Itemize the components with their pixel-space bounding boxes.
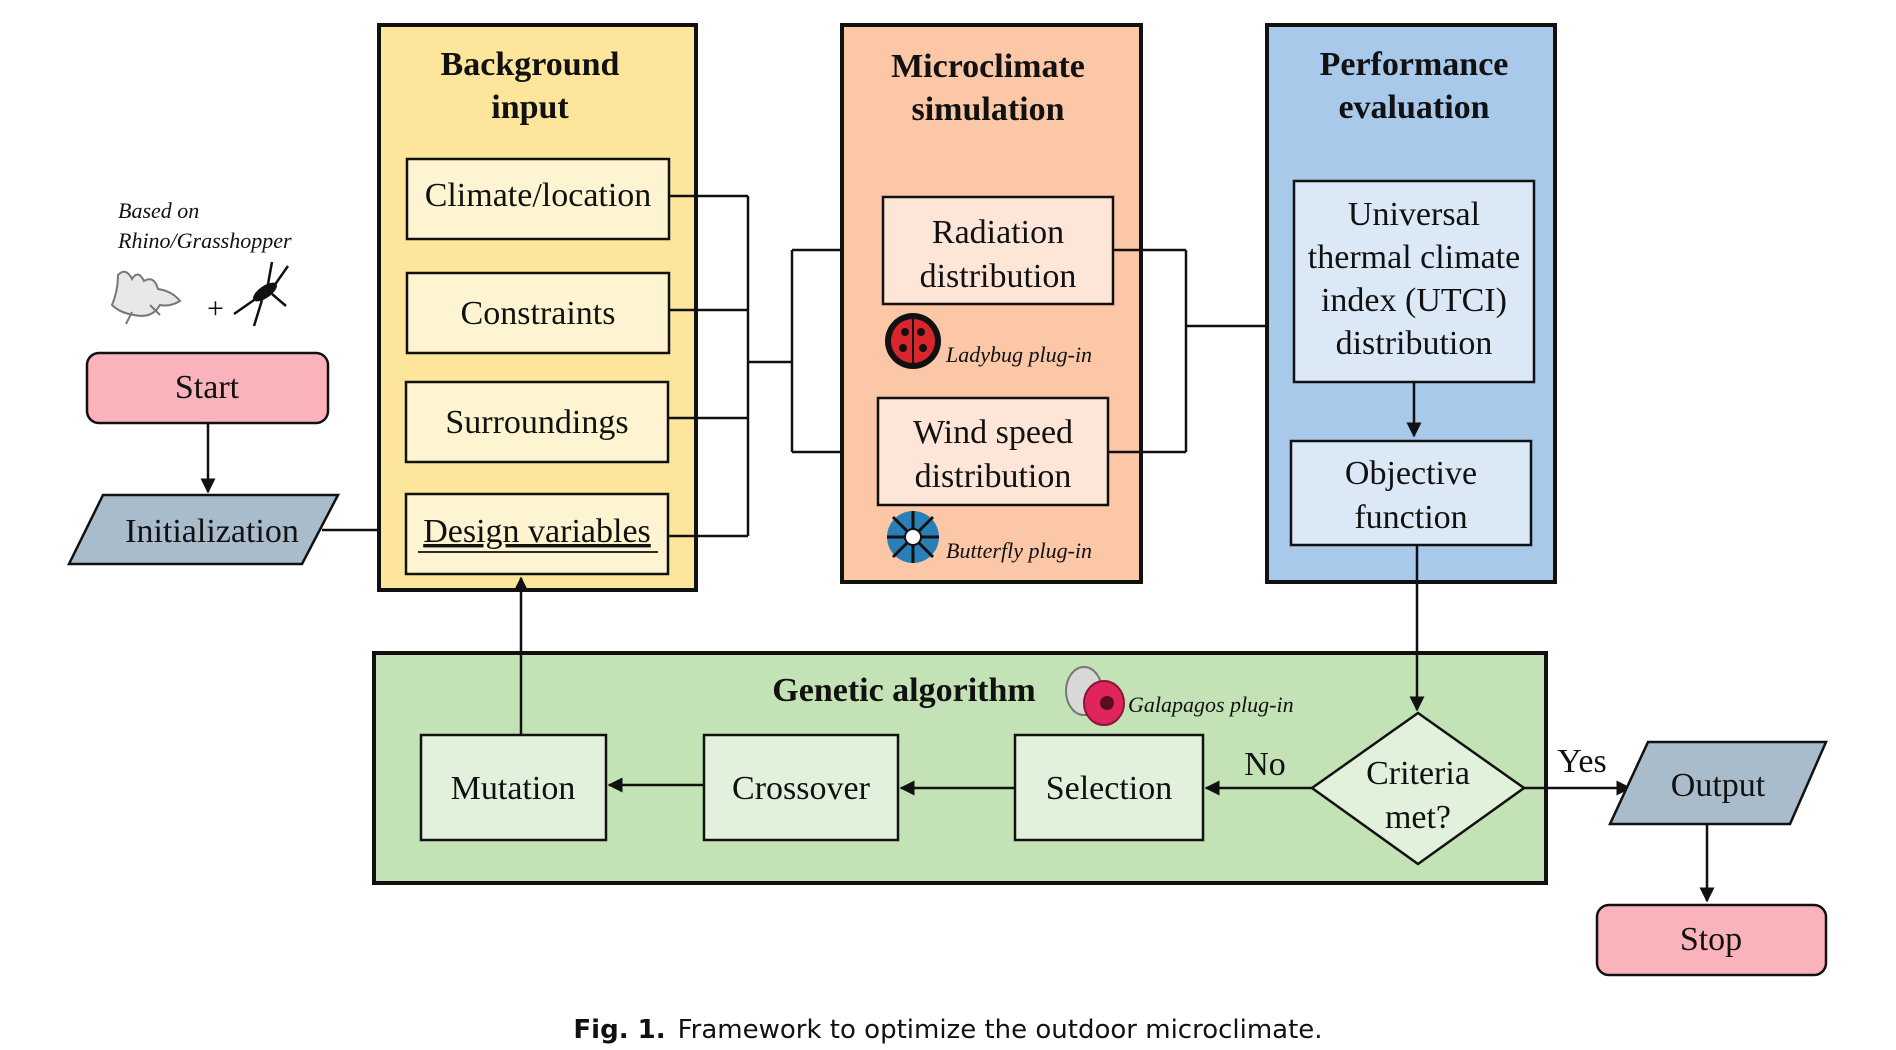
microclimate-title-line1: Microclimate (891, 48, 1085, 85)
climate-location-box (405, 157, 671, 241)
design-variables-label: Design variables (423, 513, 651, 550)
selection-label: Selection (1046, 770, 1173, 807)
utci-box (1292, 179, 1536, 384)
radiation-box (881, 195, 1115, 306)
wind-speed-label-line1: Wind speed (913, 414, 1073, 451)
performance-title-line2: evaluation (1338, 89, 1489, 126)
radiation-label-line2: distribution (920, 258, 1077, 295)
background-title-line1: Background (441, 46, 620, 83)
stop-node: Stop (1595, 903, 1828, 977)
output-label: Output (1671, 767, 1766, 804)
performance-title-line1: Performance (1320, 46, 1509, 83)
mutation-label: Mutation (451, 770, 576, 807)
figure-caption: Fig. 1. Framework to optimize the outdoor… (573, 1015, 1322, 1045)
mutation-box (419, 733, 608, 842)
genetic-title: Genetic algorithm (772, 672, 1035, 709)
surroundings-box (404, 380, 670, 464)
microclimate-panel: Microclimate simulation Radiation distri… (840, 23, 1143, 584)
caption-label: Fig. 1. (573, 1015, 665, 1045)
objective-function-box (1289, 439, 1533, 547)
surroundings-label: Surroundings (445, 404, 628, 441)
caption-text: Framework to optimize the outdoor microc… (678, 1015, 1323, 1045)
ladybug-icon (885, 313, 941, 369)
utci-label-line4: distribution (1336, 325, 1493, 362)
rhino-icon (110, 270, 182, 325)
start-node: Start (85, 351, 330, 425)
ladybug-label: Ladybug plug-in (945, 342, 1092, 367)
microclimate-title-line2: simulation (911, 91, 1064, 128)
butterfly-icon (887, 511, 939, 563)
background-input-panel: Background input Climate/location Constr… (377, 23, 698, 592)
wind-speed-box (876, 396, 1110, 507)
note-rhino-grasshopper: Rhino/Grasshopper (117, 228, 292, 253)
output-node: Output (1608, 740, 1828, 826)
genetic-algorithm-panel: Genetic algorithm Galapagos plug-in Muta… (372, 651, 1548, 885)
crossover-label: Crossover (732, 770, 871, 807)
note-based-on: Based on (118, 198, 199, 223)
wind-speed-label-line2: distribution (915, 458, 1072, 495)
stop-label: Stop (1680, 921, 1742, 958)
grasshopper-icon (233, 261, 290, 327)
plus-sign: + (207, 292, 224, 325)
background-title-line2: input (491, 89, 569, 126)
utci-label-line2: thermal climate (1308, 239, 1520, 276)
utci-label-line1: Universal (1348, 196, 1480, 233)
constraints-label: Constraints (461, 295, 616, 332)
objective-label-line1: Objective (1345, 455, 1477, 492)
butterfly-label: Butterfly plug-in (946, 538, 1092, 563)
utci-label-line3: index (UTCI) (1321, 282, 1507, 319)
climate-location-label: Climate/location (425, 177, 652, 214)
performance-panel: Performance evaluation Universal thermal… (1265, 23, 1557, 584)
criteria-decision (1309, 711, 1527, 866)
yes-label: Yes (1557, 743, 1606, 780)
initialization-node: Initialization (66, 493, 341, 566)
initialization-label: Initialization (125, 513, 299, 550)
galapagos-label: Galapagos plug-in (1128, 692, 1294, 717)
selection-box (1013, 733, 1205, 842)
criteria-label-line1: Criteria (1366, 755, 1470, 792)
radiation-label-line1: Radiation (932, 214, 1064, 251)
no-label: No (1244, 746, 1286, 783)
crossover-box (702, 733, 900, 842)
design-variables-box (404, 492, 670, 576)
constraints-box (405, 271, 671, 355)
criteria-label-line2: met? (1385, 799, 1451, 836)
galapagos-icon (1065, 666, 1125, 726)
objective-label-line2: function (1354, 499, 1467, 536)
start-label: Start (175, 369, 240, 406)
